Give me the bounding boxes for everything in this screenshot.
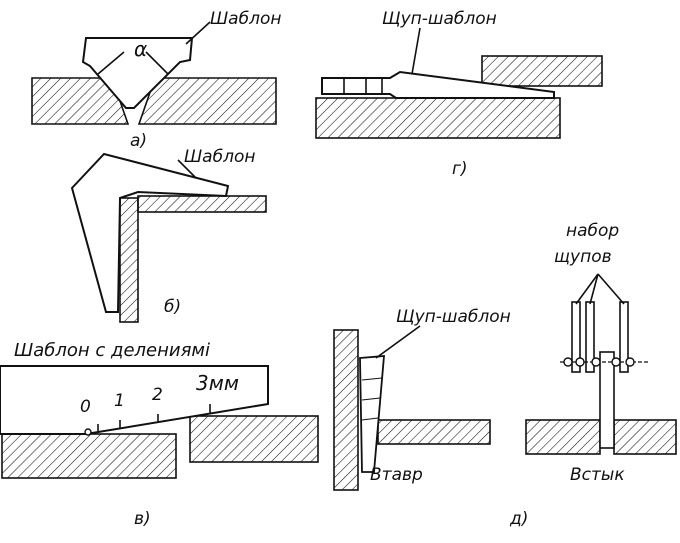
leader-a — [185, 21, 211, 45]
plate-left-a — [31, 77, 130, 125]
leader-set-1 — [575, 273, 599, 305]
lower-plate-g — [315, 97, 561, 139]
butt-plate-right — [613, 419, 677, 455]
tee-probe-template — [359, 355, 385, 473]
angle-template-a — [81, 37, 194, 109]
tee-horizontal-plate — [377, 419, 491, 445]
feeler-3 — [619, 301, 629, 373]
plate-right-v — [189, 415, 319, 463]
upper-plate-g — [481, 55, 603, 87]
angle-arrow-right — [145, 51, 169, 75]
leader-set-3 — [597, 273, 625, 305]
label-template-b: Шаблон — [184, 147, 255, 167]
leader-d-probe — [375, 325, 421, 359]
plate-left-v — [1, 433, 177, 479]
caption-v: в) — [134, 509, 151, 529]
scale-2: 2 — [152, 385, 163, 405]
angle-symbol: α — [134, 37, 147, 61]
scale-1: 1 — [114, 391, 125, 411]
caption-a: а) — [130, 131, 147, 151]
label-set-2: щупов — [554, 247, 612, 267]
butt-plate-left — [525, 419, 601, 455]
scale-3mm: 3мм — [196, 371, 239, 395]
feeler-1 — [571, 301, 581, 373]
corner-template-b — [70, 152, 230, 313]
label-tee: Втавр — [370, 465, 423, 485]
scale-0: 0 — [80, 397, 91, 417]
leader-set-2 — [589, 273, 599, 305]
label-probe-d: Щуп-шаблон — [396, 307, 511, 327]
leader-b — [177, 159, 197, 179]
vertical-plate-b — [119, 197, 139, 323]
panel-a: α Шаблон а) — [31, 9, 281, 151]
tee-vertical-plate — [333, 329, 359, 491]
horizontal-plate-b — [137, 195, 267, 213]
caption-d: д) — [509, 509, 528, 529]
butt-probe — [599, 351, 615, 449]
panel-g: Щуп-шаблон г) — [315, 9, 603, 179]
plate-right-a — [137, 77, 277, 125]
angle-arrow-left — [97, 51, 125, 75]
panel-v: Шаблон с делениямі 0 1 2 3мм в) — [0, 340, 319, 529]
label-template-a: Шаблон — [210, 9, 281, 29]
panel-b: Шаблон б) — [70, 147, 267, 323]
caption-b: б) — [164, 297, 181, 317]
caption-g: г) — [452, 159, 468, 179]
label-probe-g: Щуп-шаблон — [382, 9, 497, 29]
panel-d: Щуп-шаблон Втавр набор щупов Встык д) — [333, 221, 677, 529]
leader-g — [411, 27, 421, 75]
label-set: набор — [566, 221, 619, 241]
graduated-template-v — [0, 365, 269, 435]
label-template-v: Шаблон с делениямі — [14, 340, 210, 361]
label-butt: Встык — [570, 465, 625, 485]
